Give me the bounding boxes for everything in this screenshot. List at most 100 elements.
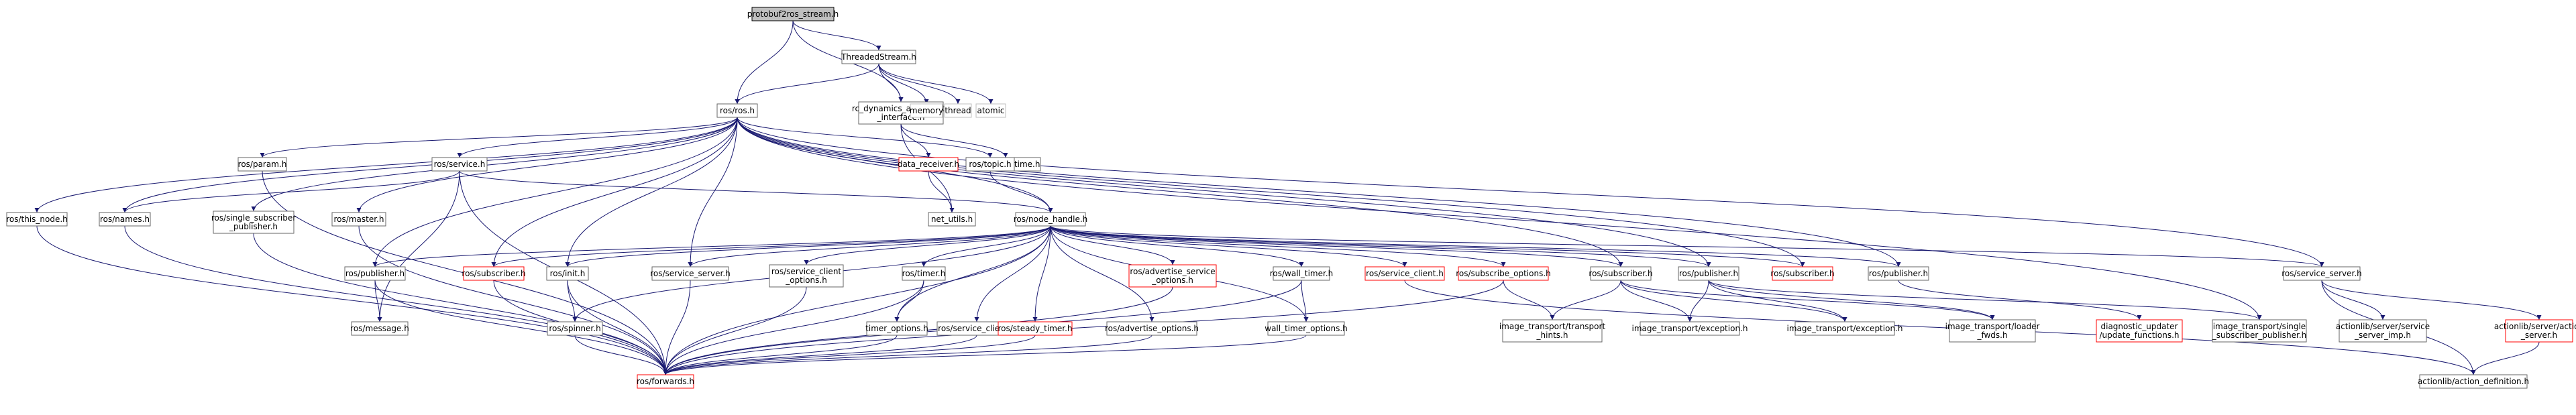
node-label: net_utils.h [931,215,973,224]
include-edge-root-to-threaded [792,20,881,51]
include-edge-rosros-to-rossubscriber2 [737,117,1805,268]
node-label: timer_options.h [865,324,928,333]
node-label: ros/service_server.h [2282,269,2362,278]
node-rosspinner[interactable]: ros/spinner.h [547,321,603,336]
node-excB[interactable]: image_transport/exception.h [1787,321,1903,336]
node-advservopts[interactable]: ros/advertise_service_options.h [1128,264,1217,288]
node-rosservserver1[interactable]: ros/service_server.h [650,266,731,281]
node-singlesub[interactable]: ros/single_subscriber_publisher.h [211,211,296,234]
include-edge-nodehandle-to-servclient2 [974,225,1051,322]
include-edge-thisnode-to-forwards [36,225,668,375]
include-edge-rosros-to-rosservserver2 [737,117,2324,268]
node-forwards[interactable]: ros/forwards.h [637,374,694,389]
node-label: ros/service_client [771,267,842,276]
node-label: ros/subscriber.h [1770,269,1834,278]
node-label: memory [910,106,943,115]
node-label: ros/publisher.h [1679,269,1738,278]
node-label: image_transport/exception.h [1632,324,1748,333]
node-rosparam[interactable]: ros/param.h [237,157,287,172]
node-loaderfwds[interactable]: image_transport/loader_fwds.h [1945,319,2040,343]
include-edge-nodehandle-to-advopts [1050,225,1155,322]
include-edge-rosservserver2-to-servimp [2321,280,2385,320]
include-edge-imgsub-to-excA [1620,280,1693,322]
include-edge-rostopic-to-nodehandle [989,170,1053,213]
include-edge-singlesub-to-forwards [253,233,668,375]
include-edge-nodehandle-to-advservopts [1050,225,1175,265]
node-actserver[interactable]: actionlib/server/action_server.h [2494,319,2576,343]
node-walltimer[interactable]: ros/wall_timer.h [1270,266,1334,281]
node-rosservice[interactable]: ros/service.h [431,157,488,172]
include-edge-nodehandle-to-rospublisher2 [1050,225,1901,268]
node-label: atomic [977,106,1004,115]
node-rosinit[interactable]: ros/init.h [546,266,589,281]
include-edge-imgsub-to-loaderfwds [1620,280,1995,320]
node-label: _subscriber_publisher.h [2212,331,2307,340]
node-rostopic[interactable]: ros/topic.h [965,157,1015,172]
include-edge-rospublisher2-to-diagupd [1898,280,2142,320]
node-rosnames[interactable]: ros/names.h [99,212,151,227]
node-rossubscriber2[interactable]: ros/subscriber.h [1770,266,1835,281]
node-actiondef[interactable]: actionlib/action_definition.h [2418,374,2529,389]
node-imgpub[interactable]: ros/publisher.h [1678,266,1739,281]
node-label: ros/this_node.h [6,215,68,224]
node-rostimer[interactable]: ros/timer.h [902,266,946,281]
node-label: ros/publisher.h [345,269,405,278]
node-timeropts[interactable]: timer_options.h [865,321,928,336]
node-netutils[interactable]: net_utils.h [928,212,976,227]
node-label: image_transport/single [2213,322,2306,331]
include-edge-rcremote-to-trajtime [900,123,1008,158]
include-edge-nodehandle-to-servclientopts [804,225,1051,265]
include-edge-nodehandle-to-walltimer [1050,225,1304,268]
node-label: ros/single_subscriber [211,213,296,223]
node-label: ros/subscriber.h [1589,269,1652,278]
include-edge-imgsub-to-excB [1620,280,1847,322]
include-edge-rosros-to-rospublisher1 [372,117,738,268]
node-servimp[interactable]: actionlib/server/service_server_imp.h [2336,319,2430,343]
include-edge-nodehandle-to-rossubscriber2 [1050,225,1805,268]
include-edge-timeropts-to-forwards [663,335,898,375]
node-advopts[interactable]: ros/advertise_options.h [1105,321,1199,336]
include-edge-rosservice-to-rosnames [122,170,460,213]
node-diagupd[interactable]: diagnostic_updater/update_functions.h [2096,319,2183,343]
include-edge-datareceiver-to-netutils [928,170,955,213]
node-steadytimer[interactable]: ros/steady_timer.h [998,321,1073,336]
include-edge-rosservserver2-to-actserver [2321,280,2542,320]
node-label: ros/advertise_service [1130,267,1215,276]
node-subopts[interactable]: ros/subscribe_options.h [1456,266,1551,281]
node-servclient1[interactable]: ros/service_client.h [1364,266,1445,281]
include-edge-nodehandle-to-rospublisher1 [372,225,1051,268]
node-label: actionlib/server/service [2336,322,2430,331]
node-label: _server_imp.h [2354,331,2411,340]
node-singlesubpub[interactable]: image_transport/single_subscriber_publis… [2212,319,2307,343]
node-walltimeropts[interactable]: wall_timer_options.h [1265,321,1348,336]
node-rossubscriber1[interactable]: ros/subscriber.h [462,266,526,281]
node-rosmaster[interactable]: ros/master.h [331,212,386,227]
node-root[interactable]: protobuf2ros_stream.h [747,7,839,21]
node-label: ros/names.h [100,215,150,224]
node-label: ros/advertise_options.h [1105,324,1199,333]
include-edge-rosros-to-rosservice [457,117,738,158]
node-imgsub[interactable]: ros/subscriber.h [1589,266,1653,281]
node-rosservserver2[interactable]: ros/service_server.h [2282,266,2362,281]
node-thisnode[interactable]: ros/this_node.h [6,212,68,227]
node-rosmessage[interactable]: ros/message.h [350,321,409,336]
node-rospublisher1[interactable]: ros/publisher.h [344,266,406,281]
node-excA[interactable]: image_transport/exception.h [1632,321,1748,336]
node-servclientopts[interactable]: ros/service_client_options.h [769,264,844,288]
include-edge-walltimer-to-walltimeropts [1301,280,1309,322]
include-edge-subopts-to-transhints [1503,280,1555,320]
include-edge-imgpub-to-excA [1687,280,1709,322]
include-edge-rosros-to-imgpub [737,117,1711,268]
node-nodehandle[interactable]: ros/node_handle.h [1014,212,1088,227]
node-label: ros/subscribe_options.h [1456,269,1551,278]
include-edge-imgpub-to-loaderfwds [1708,280,1995,320]
node-rospublisher2[interactable]: ros/publisher.h [1868,266,1929,281]
node-threaded[interactable]: ThreadedStream.h [841,50,916,64]
node-transhints[interactable]: image_transport/transport_hints.h [1499,319,1606,343]
node-servclient2[interactable]: ros/service_client.h [936,321,1017,336]
node-rosros[interactable]: ros/ros.h [716,103,758,118]
node-datareceiver[interactable]: data_receiver.h [898,157,959,172]
include-edge-rosnames-to-forwards [124,225,668,375]
